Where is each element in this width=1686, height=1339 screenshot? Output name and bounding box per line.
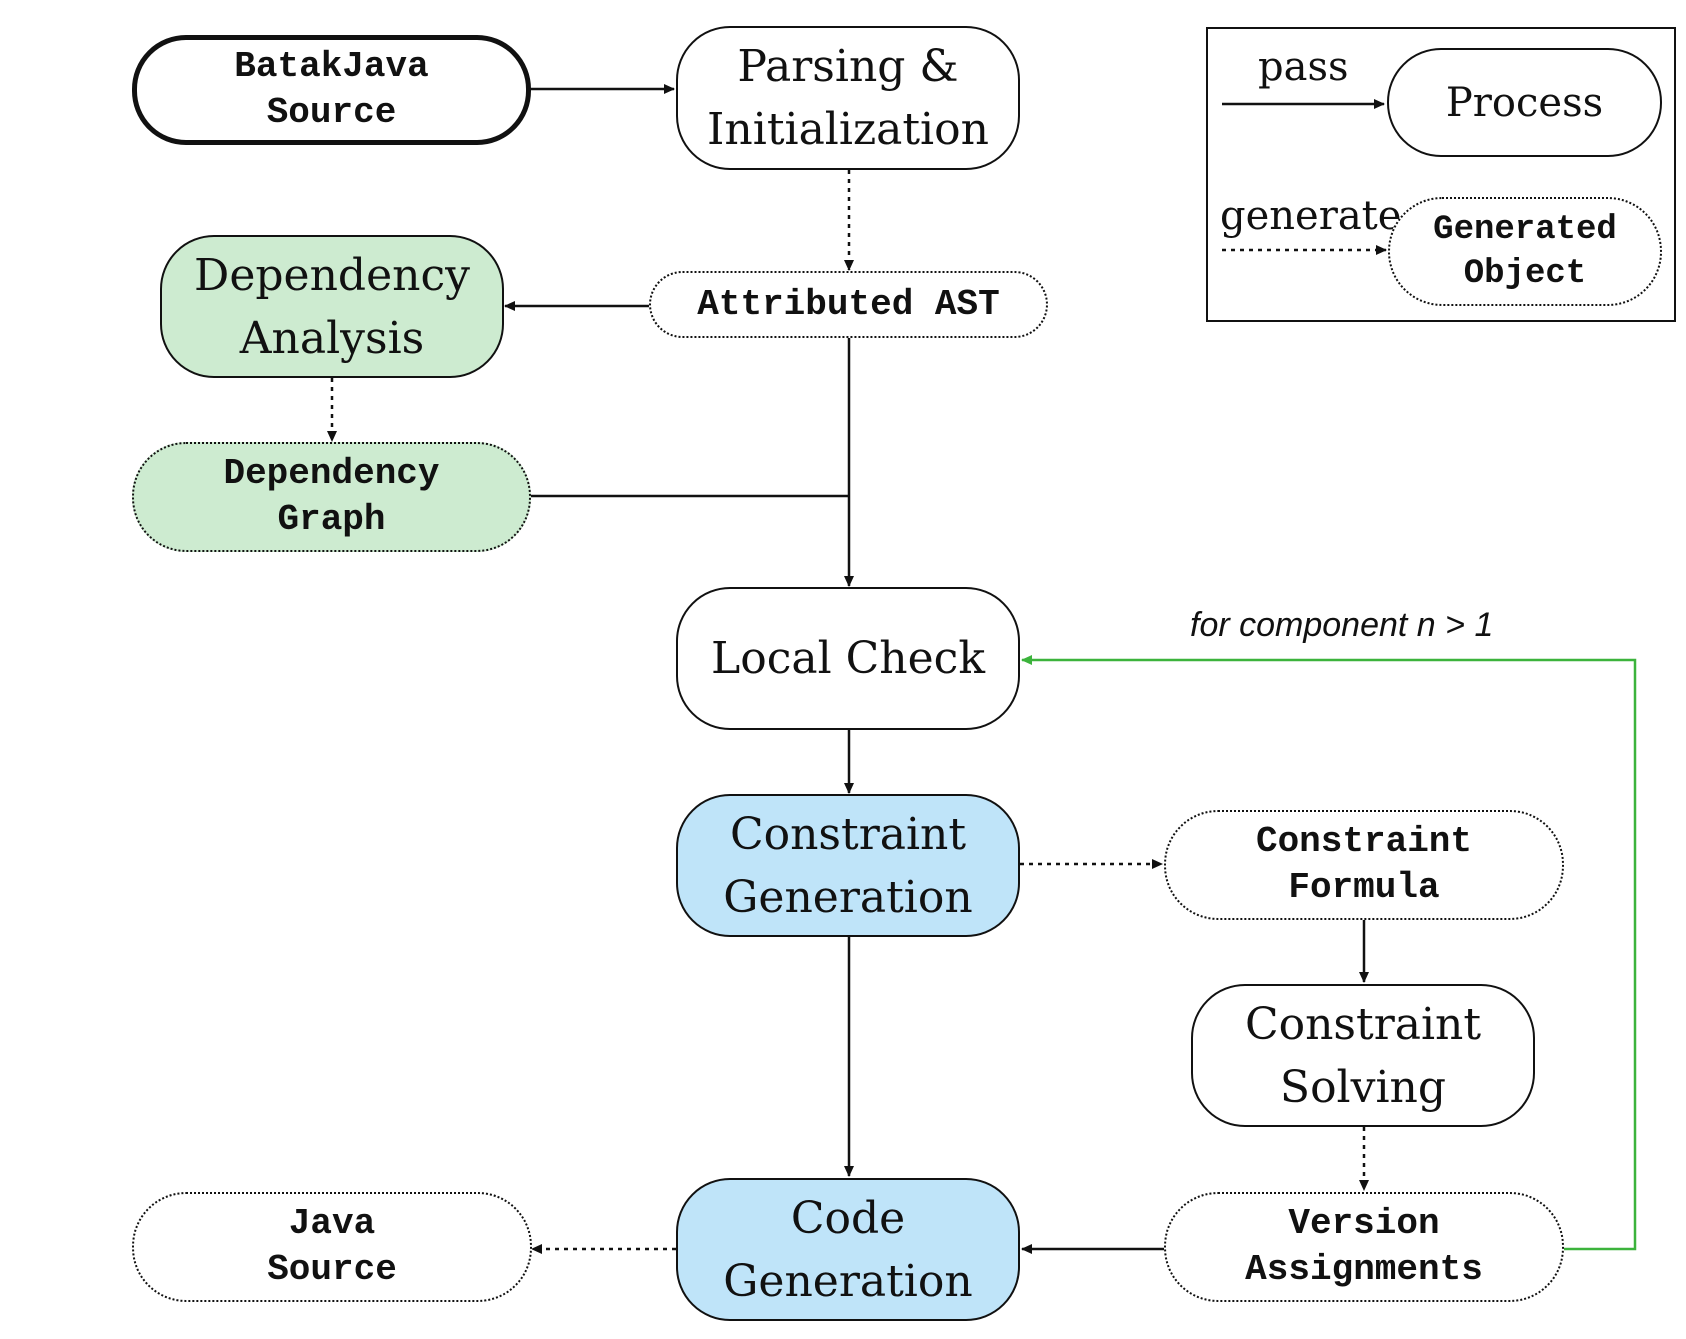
dependency-graph-line-2: Graph (277, 499, 386, 540)
legend-process-label: Process (1445, 79, 1604, 126)
legend-generated-object-node: Generated Object (1388, 197, 1662, 306)
constraint-solving-line-1: Constraint (1244, 998, 1482, 1050)
constraint-generation-line-2: Generation (723, 871, 973, 923)
parsing-line-1: Parsing & (737, 41, 959, 92)
constraint-generation-node: Constraint Generation (676, 794, 1020, 937)
legend-process-node: Process (1387, 48, 1662, 157)
dependency-analysis-node: Dependency Analysis (160, 235, 504, 378)
batakjava-source-line-2: Source (266, 92, 397, 133)
attributed-ast-node: Attributed AST (649, 271, 1048, 338)
version-assignments-node: Version Assignments (1164, 1192, 1564, 1302)
legend-generate-label: generate (1220, 193, 1402, 239)
dependency-analysis-line-1: Dependency (194, 249, 470, 301)
code-generation-node: Code Generation (676, 1178, 1020, 1321)
attributed-ast-line-1: Attributed AST (697, 283, 1000, 325)
dependency-analysis-line-2: Analysis (239, 312, 425, 364)
local-check-node: Local Check (676, 587, 1020, 730)
legend (1206, 27, 1676, 322)
batakjava-source-node: BatakJava Source (132, 35, 531, 145)
constraint-formula-line-1: Constraint (1255, 821, 1473, 862)
version-assignments-line-1: Version (1288, 1203, 1440, 1244)
code-generation-line-2: Generation (723, 1255, 973, 1307)
legend-pass-label: pass (1258, 44, 1349, 90)
constraint-solving-line-2: Solving (1279, 1061, 1447, 1113)
batakjava-source-line-1: BatakJava (234, 46, 429, 87)
java-source-line-2: Source (267, 1249, 397, 1290)
parsing-line-2: Initialization (707, 104, 989, 155)
dependency-graph-node: Dependency Graph (132, 442, 531, 552)
legend-generated-object-line-1: Generated (1433, 210, 1617, 249)
java-source-line-1: Java (288, 1203, 376, 1244)
constraint-solving-node: Constraint Solving (1191, 984, 1535, 1127)
loop-annotation: for component n > 1 (1190, 606, 1494, 644)
legend-generated-object-line-2: Object (1463, 254, 1587, 293)
dependency-graph-line-1: Dependency (223, 453, 440, 494)
code-generation-line-1: Code (790, 1192, 906, 1244)
version-assignments-line-2: Assignments (1245, 1249, 1483, 1290)
java-source-node: Java Source (132, 1192, 532, 1302)
constraint-generation-line-1: Constraint (729, 808, 967, 860)
edge-loop-version-assignments-to-local-check (1021, 655, 1637, 1251)
local-check-line-1: Local Check (711, 633, 985, 684)
constraint-formula-node: Constraint Formula (1164, 810, 1564, 920)
constraint-formula-line-2: Formula (1288, 867, 1440, 908)
parsing-initialization-node: Parsing & Initialization (676, 26, 1020, 170)
